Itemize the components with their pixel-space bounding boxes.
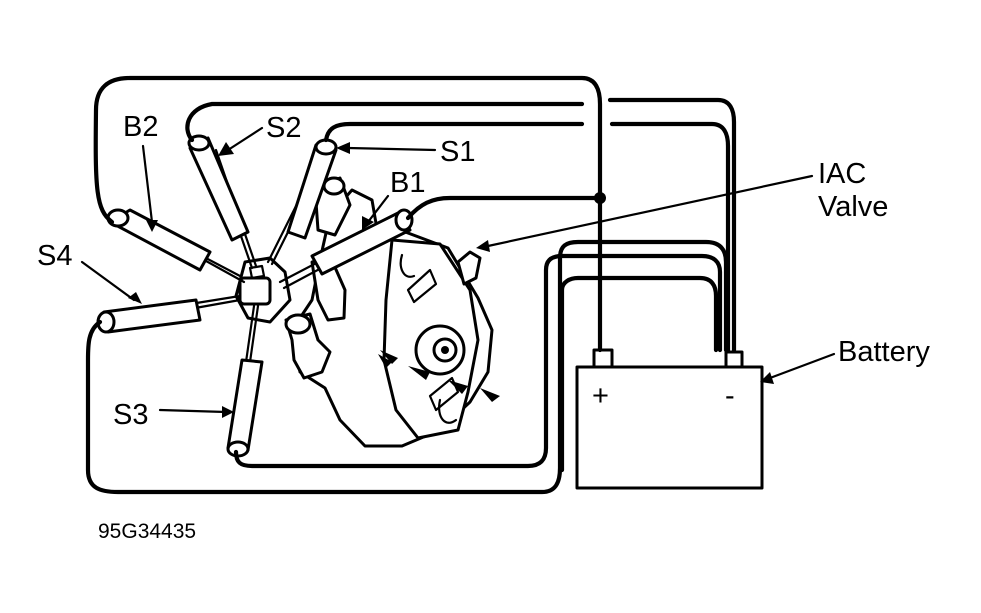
probe-s3 — [226, 358, 264, 458]
battery-positive-sign: + — [592, 380, 609, 412]
figure-id: 95G34435 — [98, 520, 196, 543]
label-battery: Battery — [838, 336, 930, 368]
wiring — [85, 75, 737, 495]
label-valve: Valve — [818, 191, 888, 223]
probe-s1 — [286, 138, 338, 240]
label-iac: IAC — [818, 158, 866, 190]
label-s3: S3 — [113, 399, 148, 431]
label-s4: S4 — [37, 240, 72, 272]
label-s1: S1 — [440, 136, 475, 168]
label-arrows — [80, 126, 836, 418]
battery: + - — [575, 348, 764, 490]
probe-b2 — [106, 208, 212, 272]
battery-negative-sign: - — [725, 380, 735, 412]
probe-s4 — [96, 298, 202, 334]
labels: B2 S2 S1 B1 IAC Valve S4 S3 Battery 95G3… — [37, 111, 930, 543]
probe-s2 — [187, 134, 250, 242]
label-b2: B2 — [123, 111, 158, 143]
connector-hub — [234, 256, 292, 324]
label-b1: B1 — [390, 167, 425, 199]
label-s2: S2 — [266, 112, 301, 144]
